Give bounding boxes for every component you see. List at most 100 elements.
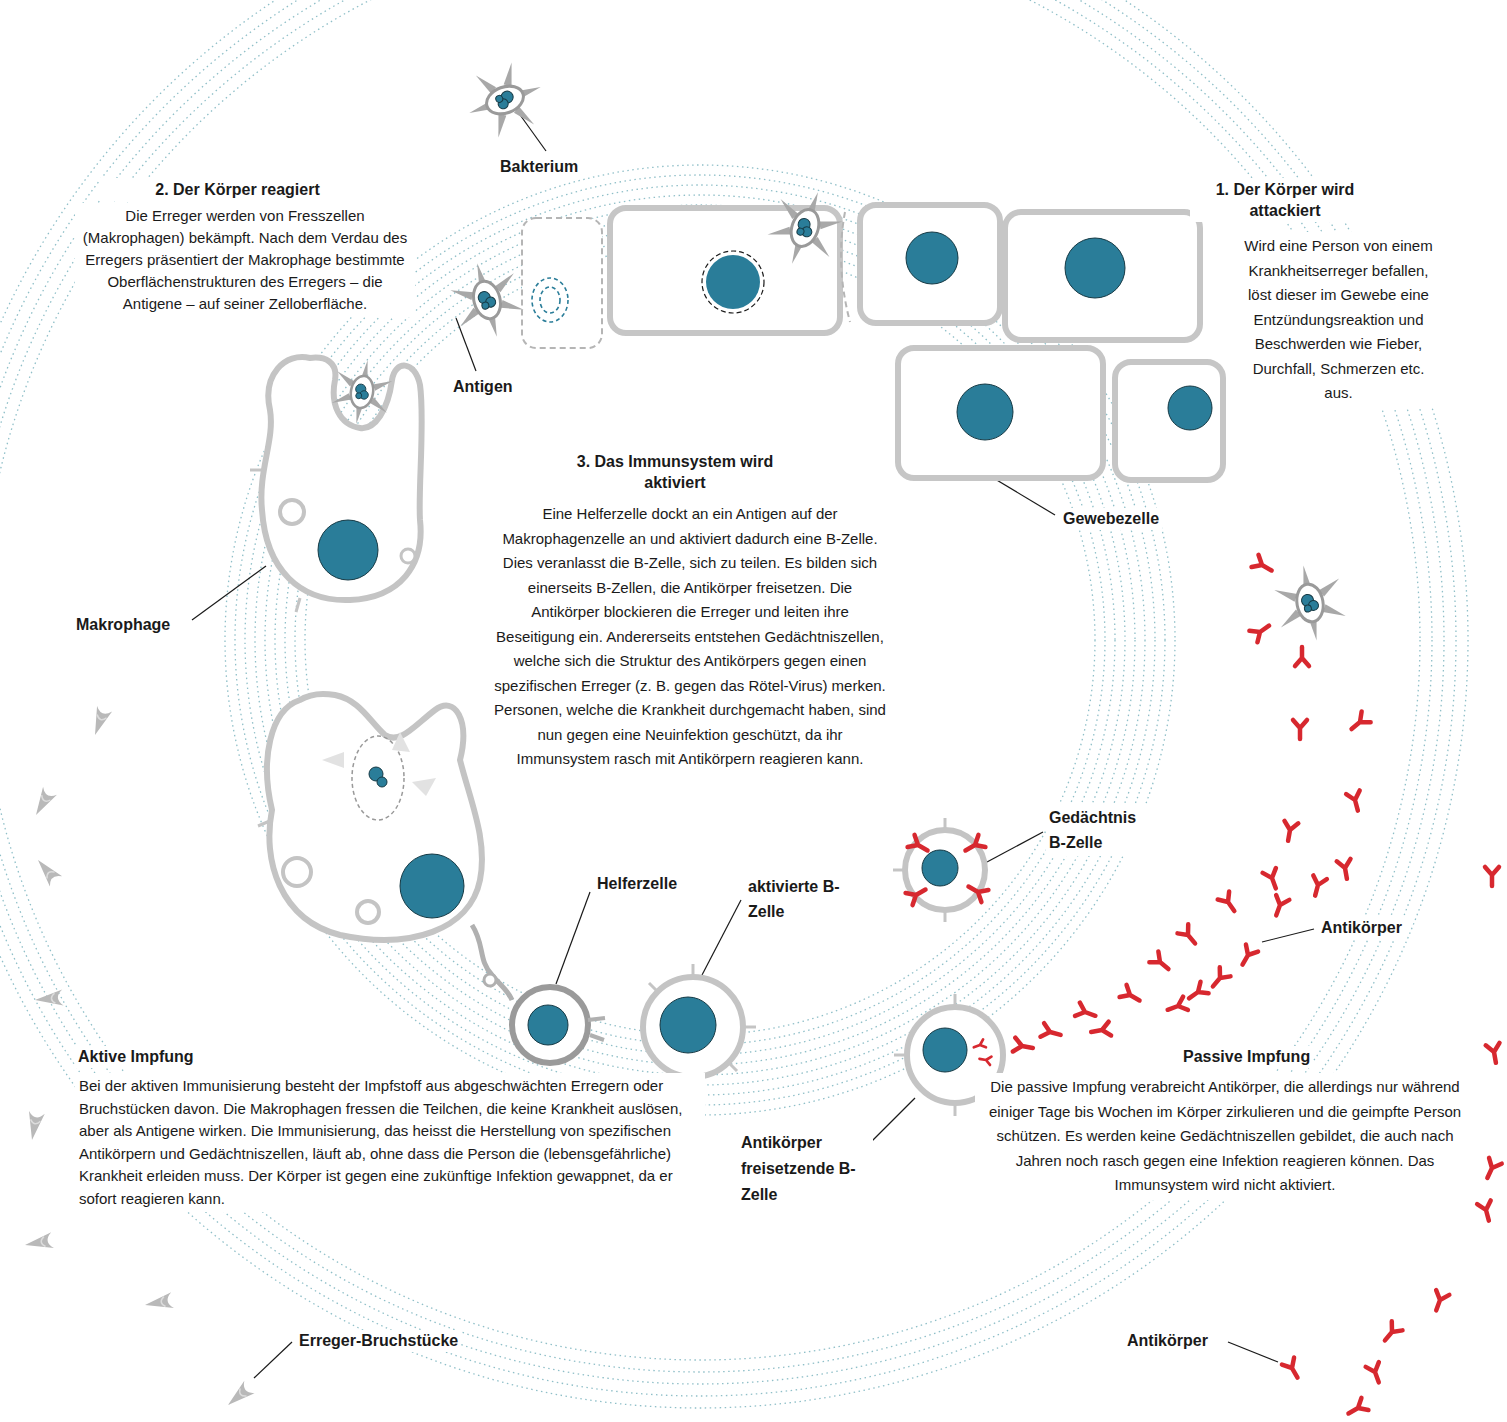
memory-b-cell bbox=[908, 835, 931, 857]
bacterium bbox=[759, 180, 851, 275]
antibody bbox=[1040, 1023, 1062, 1041]
memory-b-cell bbox=[965, 880, 988, 902]
tissue-cell bbox=[957, 384, 1013, 440]
tissue-cell bbox=[522, 218, 602, 348]
antibody bbox=[1486, 1043, 1503, 1064]
plasma-b-cell bbox=[894, 1054, 907, 1057]
macrophage bbox=[267, 694, 482, 940]
antibody bbox=[1430, 1290, 1450, 1313]
helper-cell bbox=[512, 987, 588, 1063]
antibody bbox=[1185, 982, 1209, 1004]
pathogen-fragment bbox=[34, 990, 63, 1008]
antibody bbox=[1345, 1398, 1368, 1420]
leader-line bbox=[1228, 1342, 1278, 1362]
part-label: Makrophage bbox=[73, 614, 173, 636]
leader-line bbox=[254, 1342, 292, 1378]
antibody bbox=[1282, 1358, 1304, 1381]
tissue-cell bbox=[1005, 212, 1200, 340]
macrophage bbox=[327, 355, 397, 429]
body-text: Die Erreger werden von Fresszellen (Makr… bbox=[75, 203, 415, 317]
b-cell bbox=[728, 1062, 737, 1071]
pathogen-fragment bbox=[24, 706, 255, 1411]
body-text: Wird eine Person von einem Krankheitserr… bbox=[1236, 232, 1441, 408]
tissue-cell bbox=[898, 348, 1103, 478]
antibody bbox=[1347, 711, 1371, 734]
plasma-b-cell bbox=[954, 994, 957, 1007]
macrophage bbox=[357, 901, 379, 923]
macrophage bbox=[472, 925, 512, 1000]
antibody bbox=[1346, 790, 1364, 812]
antibody bbox=[1366, 1362, 1386, 1385]
b-cell bbox=[660, 997, 716, 1053]
memory-b-cell bbox=[906, 883, 929, 905]
tissue-cell bbox=[1168, 386, 1212, 430]
plasma-b-cell bbox=[954, 1103, 957, 1116]
leader-line bbox=[990, 476, 1055, 515]
antibody bbox=[1477, 1200, 1495, 1222]
helper-cell bbox=[512, 987, 605, 1063]
leader-line bbox=[866, 1098, 915, 1147]
antibody bbox=[1249, 620, 1273, 642]
antibody bbox=[1218, 891, 1240, 915]
bacterium bbox=[443, 54, 850, 346]
memory-b-cell bbox=[893, 818, 988, 922]
pathogen-fragment bbox=[87, 706, 112, 738]
memory-b-cell bbox=[944, 818, 947, 830]
body-text: Bei der aktiven Immunisierung besteht de… bbox=[75, 1073, 705, 1212]
leader-line bbox=[456, 318, 476, 371]
memory-b-cell bbox=[893, 869, 905, 872]
macrophage bbox=[280, 500, 304, 524]
leader-line bbox=[192, 566, 266, 620]
part-label: Erreger-Bruchstücke bbox=[296, 1330, 461, 1352]
macrophage bbox=[261, 357, 421, 600]
macrophage bbox=[318, 520, 378, 580]
b-cell bbox=[649, 964, 756, 1090]
macrophage bbox=[250, 469, 263, 472]
antibody bbox=[1165, 997, 1188, 1017]
pathogen-fragment bbox=[24, 1232, 54, 1253]
part-label: Helferzelle bbox=[594, 873, 680, 895]
antibody bbox=[1481, 1158, 1502, 1181]
antibody bbox=[1281, 821, 1298, 842]
macrophage bbox=[377, 777, 387, 787]
section-heading: Aktive Impfung bbox=[75, 1046, 197, 1068]
b-cell bbox=[692, 964, 695, 977]
memory-b-cell bbox=[944, 910, 947, 922]
leader-line bbox=[1262, 929, 1314, 942]
pathogen-fragment bbox=[24, 1111, 45, 1141]
tissue-cell bbox=[906, 232, 958, 284]
memory-b-cell bbox=[922, 850, 958, 886]
b-cell bbox=[643, 977, 743, 1077]
antibody bbox=[1013, 1038, 1034, 1055]
part-label: aktivierte B-Zelle bbox=[745, 873, 845, 925]
macrophage bbox=[400, 854, 464, 918]
part-label: Antikörper bbox=[1318, 917, 1405, 939]
macrophage bbox=[392, 732, 410, 752]
antibody bbox=[1270, 895, 1290, 918]
b-cell bbox=[643, 964, 756, 1090]
antibody bbox=[1177, 924, 1200, 948]
memory-b-cell bbox=[893, 818, 945, 922]
antibody bbox=[1208, 967, 1231, 991]
antibody bbox=[1337, 859, 1354, 880]
pathogen-fragment bbox=[144, 1292, 174, 1313]
leader-line bbox=[556, 892, 590, 984]
antibody bbox=[1090, 1022, 1111, 1039]
leader-line bbox=[987, 832, 1043, 862]
macrophage bbox=[412, 778, 436, 796]
antibody bbox=[1485, 867, 1499, 886]
antibody bbox=[1236, 945, 1258, 968]
body-text: Eine Helferzelle dockt an ein Antigen au… bbox=[490, 500, 890, 774]
tissue-cell bbox=[841, 212, 850, 322]
tissue-cell bbox=[702, 251, 764, 313]
macrophage bbox=[484, 974, 496, 986]
pathogen-fragment bbox=[223, 1381, 255, 1411]
b-cell bbox=[743, 1026, 756, 1029]
body-text: Die passive Impfung verabreicht Antikörp… bbox=[975, 1073, 1475, 1200]
antibody bbox=[1269, 560, 1351, 647]
section-heading: 2. Der Körper reagiert bbox=[100, 178, 375, 201]
section-heading: 3. Das Immunsystem wird aktiviert bbox=[565, 450, 785, 494]
antibody bbox=[1263, 868, 1283, 891]
pathogen-fragment bbox=[32, 855, 62, 887]
pathogen-fragment bbox=[29, 787, 57, 819]
